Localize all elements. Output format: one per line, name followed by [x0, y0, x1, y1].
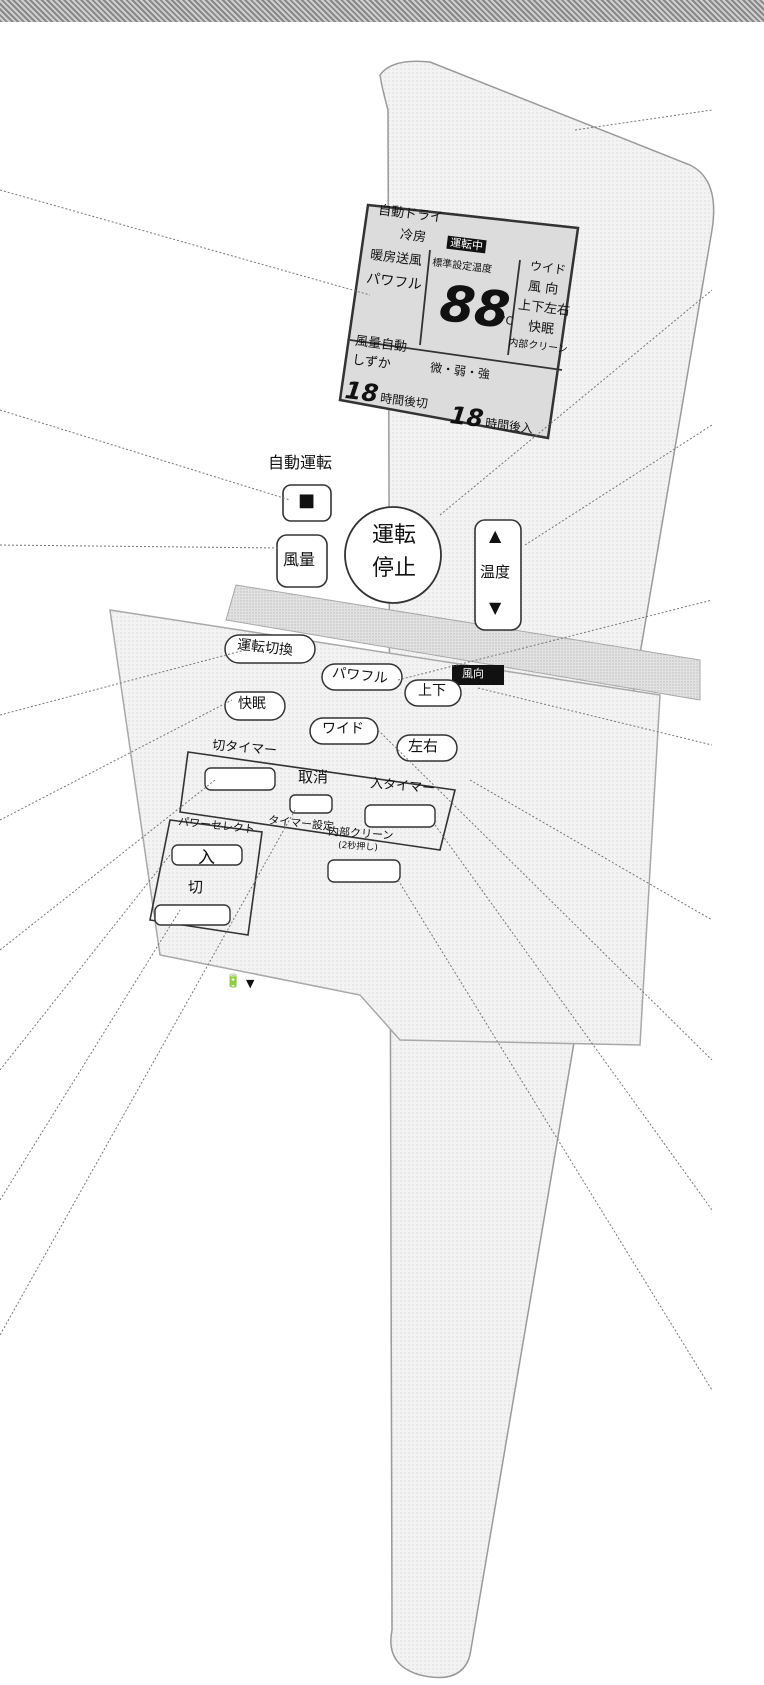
lcd-timer-digits-right: 18	[448, 401, 485, 433]
top-hatched-border	[0, 0, 764, 22]
lcd-wind-dir: 風 向	[527, 279, 559, 298]
power-off-button[interactable]	[155, 905, 230, 925]
lcd-mode-cool: 冷房	[399, 227, 427, 246]
lcd-temp-digits: 88	[436, 273, 513, 341]
up-down-button[interactable]: 上下	[418, 683, 446, 699]
power-on-button[interactable]	[172, 845, 242, 865]
fan-volume-button[interactable]: 風量	[283, 550, 316, 569]
lcd-sleep: 快眠	[527, 319, 555, 338]
power-off-label: 切	[188, 878, 204, 896]
off-timer-button[interactable]	[205, 768, 275, 790]
power-on-label: 入	[198, 848, 215, 868]
temp-label: 温度	[480, 563, 511, 581]
battery-icon: 🔋	[225, 974, 242, 989]
wind-dir-badge: 風向	[462, 667, 484, 680]
temp-down-button[interactable]: ▼	[489, 598, 502, 617]
left-right-button[interactable]: 左右	[408, 737, 439, 755]
internal-clean-button[interactable]	[328, 860, 400, 882]
lcd-timer-digits-left: 18	[343, 376, 380, 408]
lcd-frame	[338, 203, 580, 440]
auto-run-button[interactable]: ■	[298, 490, 316, 511]
battery-arrow: ▼	[246, 977, 255, 990]
on-timer-button[interactable]	[365, 805, 435, 827]
run-stop-button-top[interactable]: 運転	[372, 523, 417, 548]
auto-run-label: 自動運転	[268, 453, 333, 472]
temp-up-button[interactable]: ▲	[489, 526, 502, 545]
run-stop-button-bottom[interactable]: 停止	[372, 556, 417, 581]
lcd-temp-unit: °C	[499, 313, 514, 328]
cancel-button[interactable]	[290, 795, 332, 813]
cancel-label: 取消	[298, 768, 329, 786]
sleep-button[interactable]: 快眠	[238, 696, 266, 712]
wide-button[interactable]: ワイド	[322, 721, 364, 737]
